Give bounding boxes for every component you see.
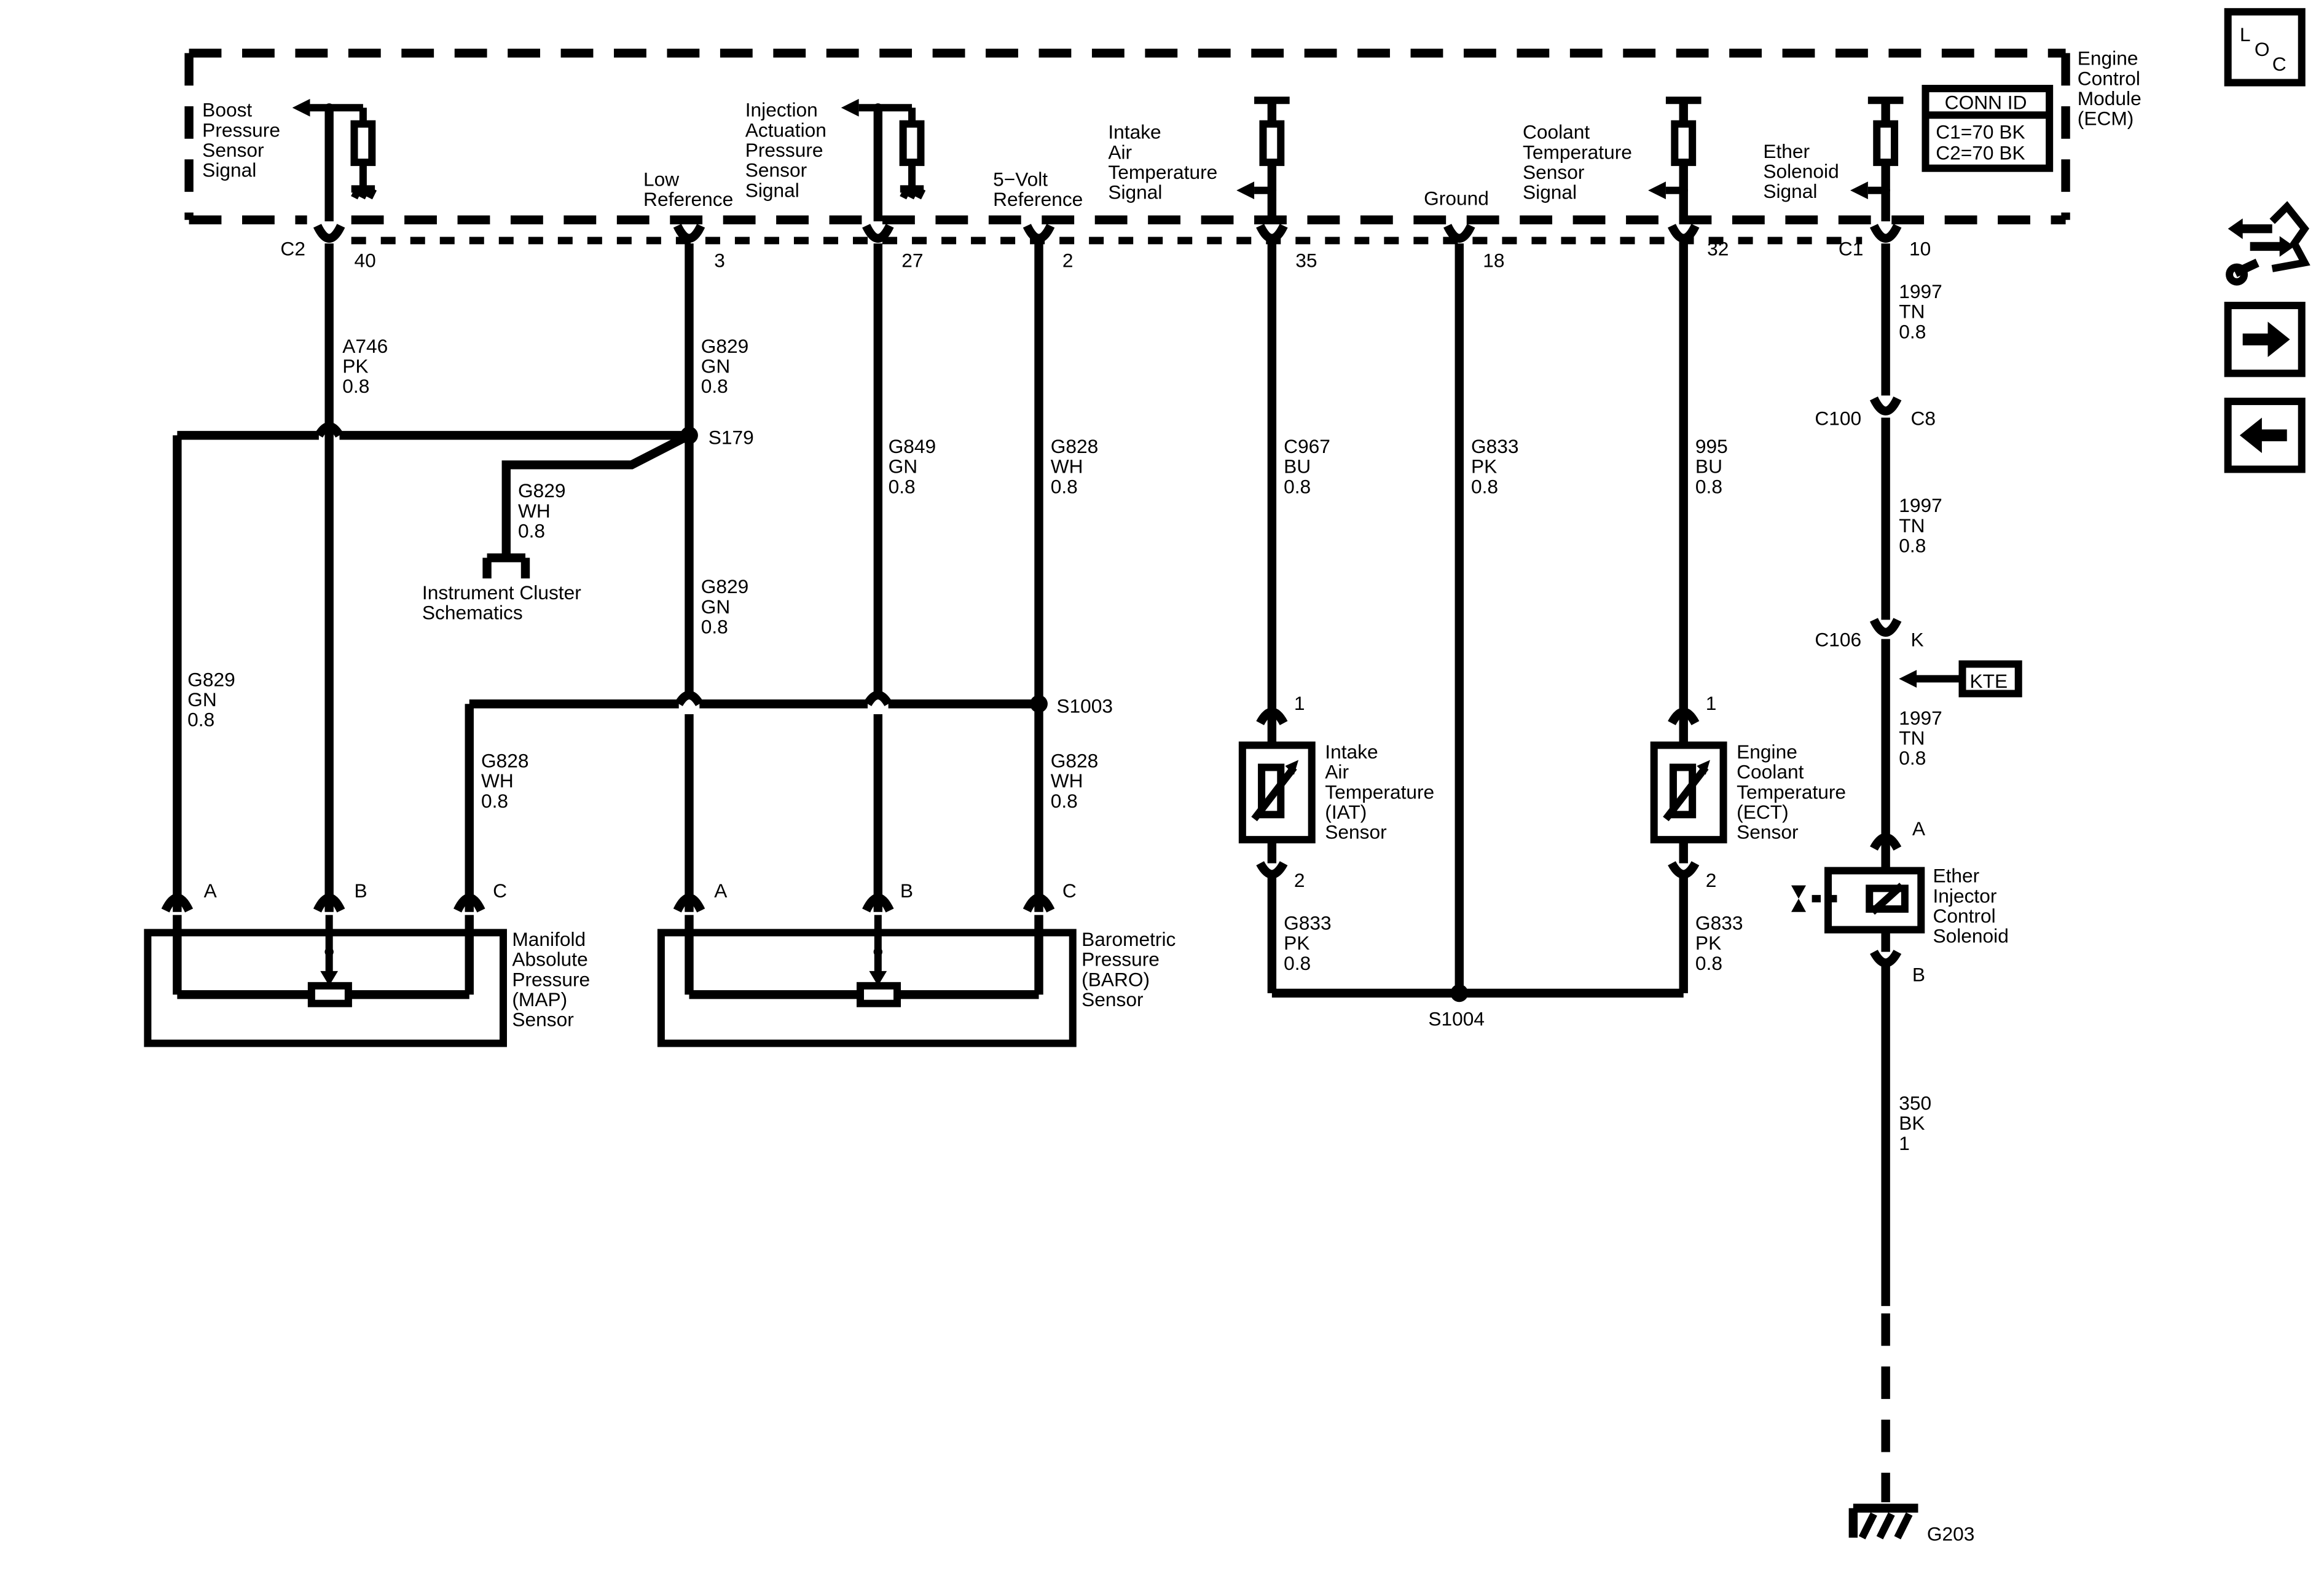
ecm-connector-pins [313, 224, 1902, 243]
pin-18: 18 [1483, 250, 1504, 272]
splice-s1003 [1030, 695, 1048, 713]
coolant-internal [1648, 96, 1702, 222]
kte-arrow [1899, 660, 2022, 698]
ether-pin-b: B [1912, 964, 1925, 986]
wire-1997 [1869, 243, 1902, 849]
wire-g829-horizontal [173, 422, 689, 912]
c2-connector-label: C2 [280, 237, 305, 259]
loc-o: O [2255, 38, 2270, 60]
map-sensor [144, 894, 507, 1047]
pin-40: 40 [354, 250, 375, 272]
splice-s1004 [1450, 984, 1469, 1002]
ect-pin-1: 1 [1706, 692, 1717, 714]
connector-c106: C106 [1815, 629, 1861, 651]
map-pin-b: B [354, 880, 367, 902]
pin-3: 3 [714, 250, 725, 272]
conn-id-c1: C1=70 BK [1936, 121, 2025, 143]
wire-g849 [863, 243, 892, 912]
iat-internal [1236, 96, 1290, 222]
ect-pin-2: 2 [1706, 869, 1717, 891]
wire-g828-horizontal [465, 699, 1039, 912]
previous-page-button[interactable] [2224, 398, 2306, 473]
ecm-boundary [184, 49, 2070, 245]
ground-g203-icon [1848, 1503, 1918, 1540]
splice-s1003-label: S1003 [1056, 695, 1113, 717]
pin-27: 27 [901, 250, 923, 272]
ground-g203-label: G203 [1927, 1523, 1975, 1545]
iat-pin-2: 2 [1294, 869, 1305, 891]
baro-pin-a: A [714, 880, 728, 902]
ether-pin-a: A [1912, 817, 1926, 840]
splice-s179-label: S179 [709, 427, 754, 449]
boost-internal [292, 98, 377, 222]
map-pin-c: C [493, 880, 507, 902]
pin-10: 10 [1909, 237, 1931, 259]
ect-sensor [1650, 707, 1727, 993]
loc-c: C [2272, 53, 2287, 75]
connector-c8: C8 [1910, 407, 1936, 429]
connector-end-view-icon[interactable] [2226, 201, 2310, 286]
baro-sensor [657, 894, 1077, 1047]
ground-label: Ground [1424, 187, 1489, 210]
baro-pin-c: C [1062, 880, 1077, 902]
loc-button[interactable]: L O C [2224, 8, 2306, 87]
map-pin-a: A [204, 880, 218, 902]
injection-internal [841, 98, 926, 222]
iat-pin-1: 1 [1294, 692, 1305, 714]
c1-connector-label: C1 [1839, 237, 1864, 259]
loc-l: L [2240, 23, 2251, 45]
conn-id-title: CONN ID [1945, 92, 2027, 114]
connector-k: K [1910, 629, 1923, 651]
baro-pin-b: B [900, 880, 913, 902]
wire-g833-ground [1271, 243, 1684, 998]
pin-35: 35 [1295, 250, 1317, 272]
conn-id-box: CONN ID C1=70 BK C2=70 BK [1922, 85, 2054, 172]
next-page-button[interactable] [2224, 301, 2306, 377]
ether-solenoid [1791, 833, 1925, 967]
wire-g829-lowref [675, 243, 704, 912]
kte-label[interactable]: KTE [1970, 670, 2008, 692]
pin-32: 32 [1707, 237, 1729, 259]
pin-2: 2 [1062, 250, 1074, 272]
iat-sensor [1238, 707, 1316, 993]
conn-id-c2: C2=70 BK [1936, 141, 2025, 163]
ether-internal [1850, 96, 1904, 222]
splice-s1004-label: S1004 [1428, 1008, 1485, 1030]
connector-c100: C100 [1815, 407, 1861, 429]
wire-g829-cluster-branch [482, 431, 691, 579]
